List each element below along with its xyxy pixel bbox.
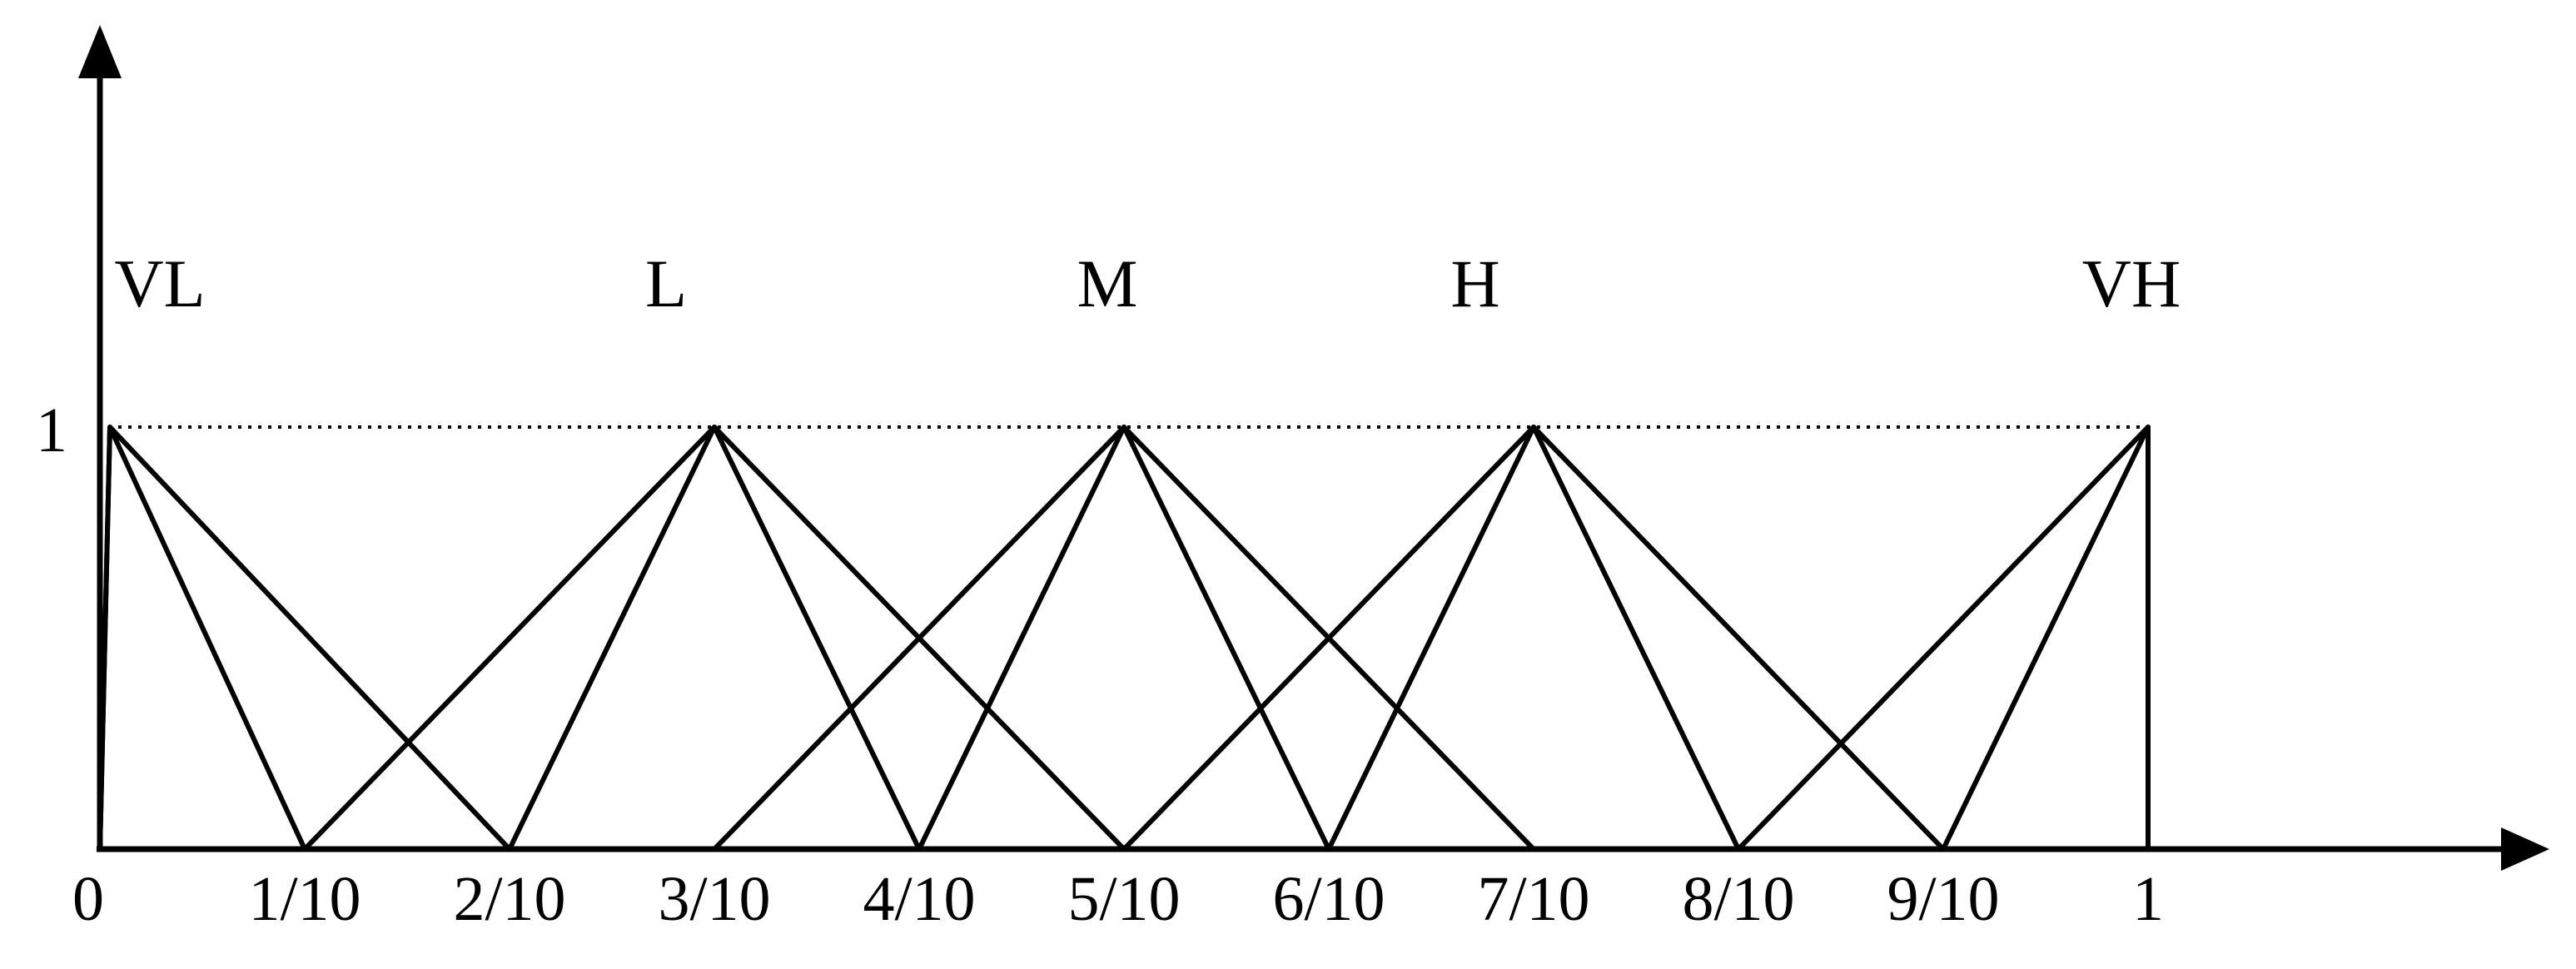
term-label-m: M <box>1077 246 1138 321</box>
membership-line-l-1 <box>302 425 1126 852</box>
x-tick-label: 9/10 <box>1887 864 1999 934</box>
membership-line-vh-1 <box>1736 425 2151 852</box>
membership-line-vl-1 <box>97 425 307 852</box>
membership-line-h-2 <box>1326 425 1741 852</box>
x-tick-label: 1 <box>2132 864 2164 934</box>
membership-line-vl-2 <box>97 425 512 852</box>
membership-functions <box>97 425 2151 852</box>
x-tick-label: 6/10 <box>1272 864 1385 934</box>
term-label-l: L <box>645 246 687 321</box>
term-labels: VL L M H VH <box>114 246 2181 321</box>
x-axis-arrow <box>2501 827 2549 871</box>
x-tick-label: 7/10 <box>1477 864 1589 934</box>
y-tick-label-1: 1 <box>36 395 67 465</box>
membership-line-vh-2 <box>1941 425 2151 852</box>
x-tick-label: 5/10 <box>1067 864 1180 934</box>
x-tick-label: 4/10 <box>863 864 975 934</box>
term-label-vl: VL <box>114 246 205 321</box>
x-tick-label: 2/10 <box>453 864 565 934</box>
x-tick-label: 0 <box>72 864 104 934</box>
y-axis-arrow <box>78 25 122 78</box>
term-label-h: H <box>1450 246 1499 321</box>
x-tick-label: 1/10 <box>248 864 361 934</box>
membership-line-l-2 <box>507 425 922 852</box>
membership-line-h-1 <box>1121 425 1946 852</box>
x-tick-label: 8/10 <box>1682 864 1794 934</box>
x-tick-labels: 0 1/10 2/10 3/10 4/10 5/10 6/10 7/10 8/10 9/10 1 <box>72 864 2164 934</box>
term-label-vh: VH <box>2082 246 2181 321</box>
x-tick-label: 3/10 <box>658 864 770 934</box>
